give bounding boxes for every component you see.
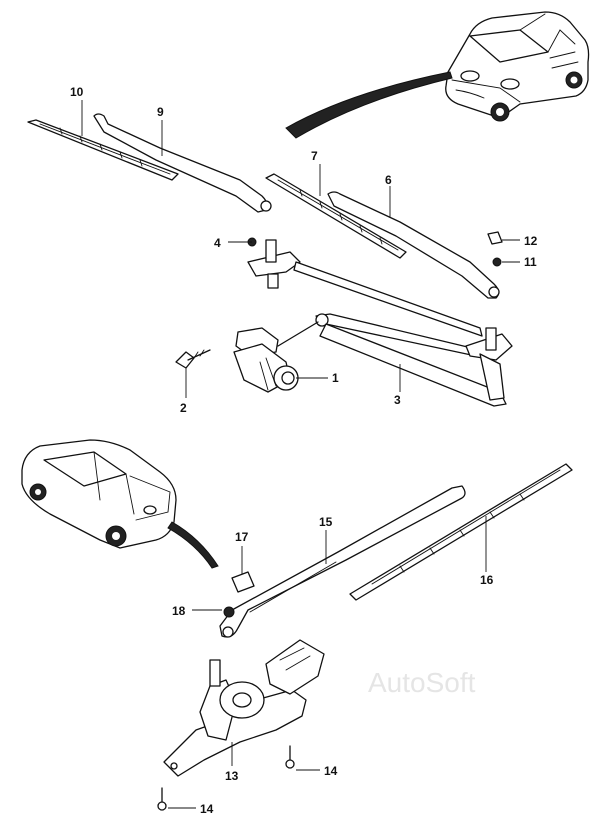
label-part-13: 13 xyxy=(225,769,239,783)
nut-18 xyxy=(223,606,235,618)
screw-14-right xyxy=(285,745,295,769)
label-part-15: 15 xyxy=(319,515,333,529)
label-part-4: 4 xyxy=(214,236,221,250)
screw-14-left xyxy=(157,787,167,811)
nut-11 xyxy=(492,257,502,267)
label-part-10: 10 xyxy=(70,85,84,99)
label-part-17: 17 xyxy=(235,530,249,544)
rear-car-illustration xyxy=(21,439,219,569)
label-part-9: 9 xyxy=(157,105,164,119)
cap-12 xyxy=(487,231,503,245)
rear-wiper-arm xyxy=(219,485,466,638)
front-wiper-motor xyxy=(233,321,319,393)
label-part-12: 12 xyxy=(524,234,538,248)
front-wiper-blade-left xyxy=(27,119,179,181)
leader-lines xyxy=(81,100,520,809)
front-wiper-blade-right xyxy=(265,173,407,259)
front-wiper-arm-left xyxy=(93,113,272,213)
rear-wiper-motor xyxy=(163,639,325,777)
label-part-14-left: 14 xyxy=(200,802,214,816)
label-part-3: 3 xyxy=(394,393,401,407)
watermark: AutoSoft xyxy=(368,667,476,698)
label-part-18: 18 xyxy=(172,604,186,618)
label-part-16: 16 xyxy=(480,573,494,587)
label-part-1: 1 xyxy=(332,371,339,385)
label-part-11: 11 xyxy=(524,255,537,269)
label-part-7: 7 xyxy=(311,149,318,163)
front-car-illustration xyxy=(285,11,590,139)
cap-17 xyxy=(231,571,255,593)
front-wiper-arm-right xyxy=(327,191,500,299)
wiper-linkage xyxy=(247,239,513,407)
label-part-6: 6 xyxy=(385,173,392,187)
bolt-2 xyxy=(175,349,211,369)
label-part-14-right: 14 xyxy=(324,764,338,778)
label-part-2: 2 xyxy=(180,401,187,415)
rear-wiper-blade xyxy=(349,463,573,601)
